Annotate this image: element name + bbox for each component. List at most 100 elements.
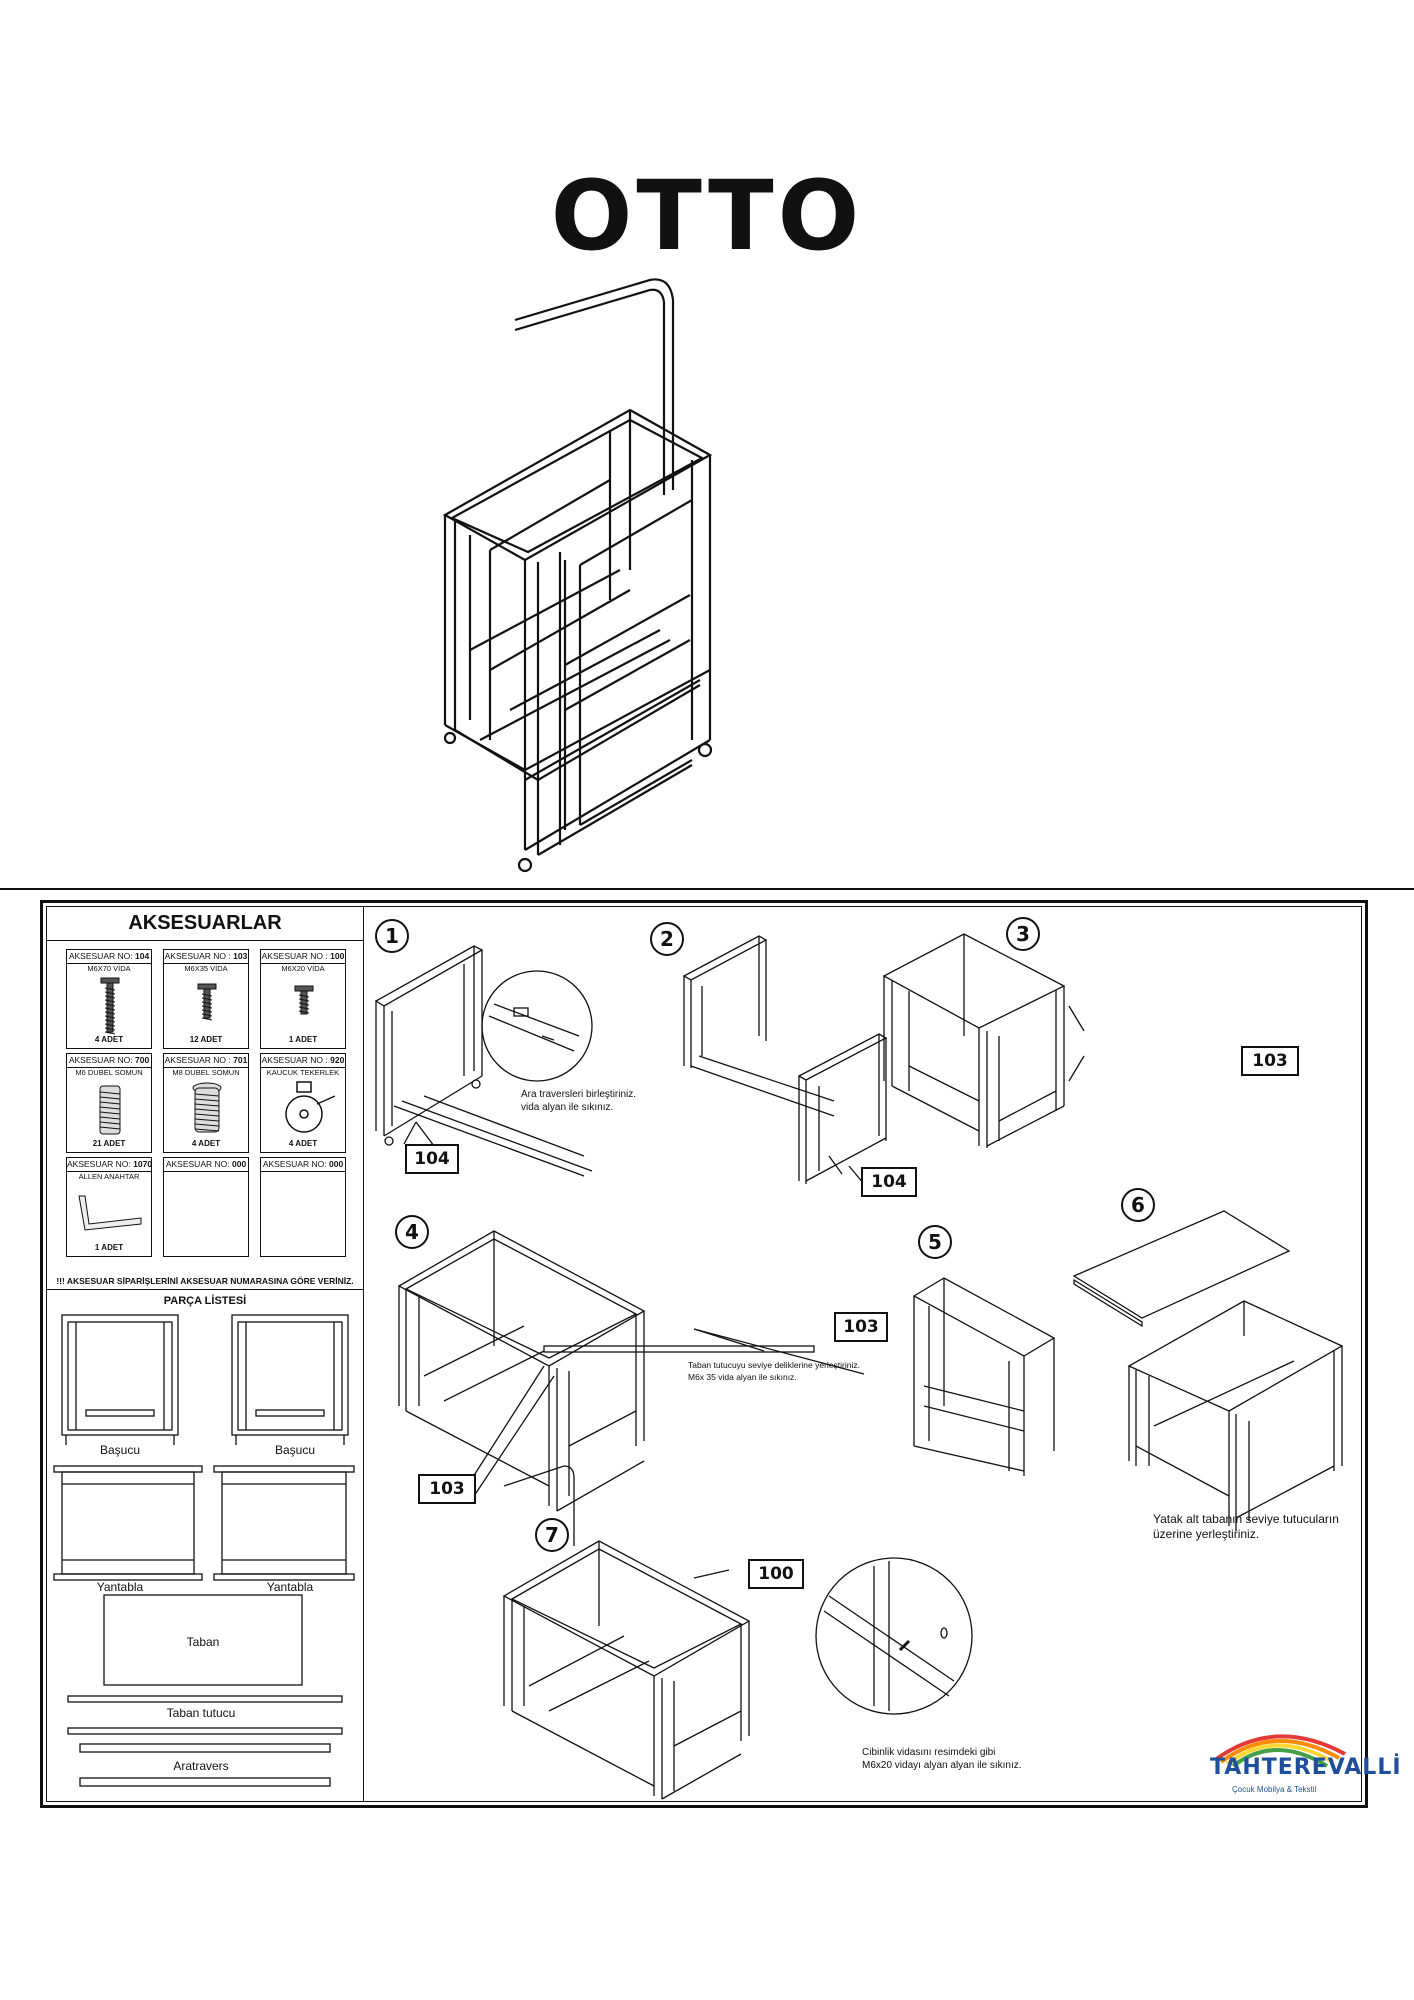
side-panel-left-drawing <box>53 1465 203 1581</box>
accessory-number-label: AKSESUAR NO: <box>67 1159 131 1169</box>
accessory-number-value: 1070 <box>133 1159 151 1169</box>
accessory-name: M8 DUBEL SOMUN <box>172 1068 240 1077</box>
accessory-number-value: 701 <box>233 1055 248 1065</box>
accessory-number-label: AKSESUAR NO : <box>261 951 328 961</box>
accessory-number-label: AKSESUAR NO: <box>262 1159 327 1169</box>
side-panel-right-drawing <box>213 1465 355 1581</box>
base-holder-drawing-1 <box>67 1695 343 1703</box>
accessory-quantity: 1 ADET <box>288 1035 318 1044</box>
step2-drawing <box>682 935 888 1185</box>
accessory-name: M6X20 VİDA <box>281 964 325 973</box>
accessory-number-value: 100 <box>330 951 345 961</box>
step5-drawing <box>543 1277 1056 1476</box>
accessories-heading-rule <box>46 940 364 941</box>
accessory-number: AKSESUAR NO : 701 <box>164 1054 248 1068</box>
accessory-quantity: 1 ADET <box>94 1243 124 1252</box>
step3-drawing <box>882 933 1085 1148</box>
step7-drawing <box>502 1465 751 1800</box>
section-divider <box>0 888 1414 890</box>
step7-detail-circle <box>815 1557 973 1715</box>
step4-drawing <box>397 1230 646 1512</box>
step4-part-badge: 103 <box>418 1474 476 1504</box>
step-3-number: 3 <box>1006 917 1040 951</box>
accessory-number-label: AKSESUAR NO: <box>165 1159 230 1169</box>
accessory-quantity: 4 ADET <box>288 1139 318 1148</box>
step6-note: Yatak alt tabanın seviye tutucuların üze… <box>1153 1512 1339 1541</box>
label-crossbar: Aratravers <box>173 1759 229 1773</box>
step5-part-badge: 103 <box>834 1312 888 1342</box>
label-base: Taban <box>186 1635 220 1649</box>
accessory-number-value: 000 <box>231 1159 247 1169</box>
parts-list-heading: PARÇA LİSTESİ <box>163 1295 247 1307</box>
accessory-number-label: AKSESUAR NO : <box>164 951 231 961</box>
accessory-number-label: AKSESUAR NO : <box>261 1055 328 1065</box>
label-side-left: Yantabla <box>96 1580 144 1594</box>
accessory-number-value: 104 <box>134 951 150 961</box>
accessory-name: M6 DUBEL SOMUN <box>75 1068 143 1077</box>
step2-part-badge: 104 <box>861 1167 917 1197</box>
crossbar-drawing-2 <box>79 1777 331 1787</box>
parts-list-drawings <box>53 1314 355 1787</box>
label-headboard-right: Başucu <box>274 1443 316 1457</box>
headboard-right-drawing <box>231 1314 349 1445</box>
brand-tagline: Çocuk Mobilya & Tekstil <box>1232 1785 1317 1794</box>
accessory-number: AKSESUAR NO: 700 <box>67 1054 151 1068</box>
step1-part-badge: 104 <box>405 1144 459 1174</box>
headboard-left-drawing <box>61 1314 179 1445</box>
crib-hero-illustration <box>442 278 713 873</box>
instruction-sheet-inner-frame <box>46 906 1362 1802</box>
step1-note: Ara traversleri birleştiriniz. vida alya… <box>521 1089 637 1113</box>
accessory-name: ALLEN ANAHTAR <box>78 1172 140 1181</box>
crossbar-drawing-1 <box>79 1743 331 1753</box>
step-2-number: 2 <box>650 922 684 956</box>
step7-part-badge: 100 <box>748 1559 804 1589</box>
accessory-quantity: 12 ADET <box>189 1035 223 1044</box>
accessory-name: M6X35 VİDA <box>184 964 228 973</box>
label-base-holder: Taban tutucu <box>166 1706 236 1720</box>
accessory-number-label: AKSESUAR NO: <box>68 1055 133 1065</box>
step1-drawing <box>374 945 593 1177</box>
accessory-number-value: 103 <box>233 951 248 961</box>
accessory-card-000: AKSESUAR NO: 000 <box>163 1157 249 1257</box>
brand-name: TAHTEREVALLİ <box>1210 1755 1402 1780</box>
accessories-column <box>46 906 364 1802</box>
accessory-card-000: AKSESUAR NO: 000 <box>260 1157 346 1257</box>
accessory-name: M6X70 VİDA <box>87 964 131 973</box>
step-6-number: 6 <box>1121 1188 1155 1222</box>
instruction-sheet-frame <box>40 900 1368 1808</box>
accessory-quantity: 4 ADET <box>94 1035 124 1044</box>
accessory-number: AKSESUAR NO : 100 <box>261 950 345 964</box>
accessory-number-value: 920 <box>330 1055 345 1065</box>
accessory-number: AKSESUAR NO: 104 <box>67 950 151 964</box>
brand-rainbow-logo <box>1213 1734 1346 1768</box>
step-4-number: 4 <box>395 1215 429 1249</box>
step-5-number: 5 <box>918 1225 952 1259</box>
accessories-heading: AKSESUARLAR <box>128 912 282 934</box>
base-holder-drawing-2 <box>67 1727 343 1735</box>
product-title: OTTO <box>550 160 864 272</box>
accessory-number-label: AKSESUAR NO: <box>68 951 133 961</box>
step1-detail-circle <box>481 970 593 1082</box>
label-headboard-left: Başucu <box>99 1443 141 1457</box>
step7-note: Cibinlik vidasını resimdeki gibi M6x20 v… <box>862 1747 1022 1771</box>
order-warning: !!! AKSESUAR SİPARİŞLERİNİ AKSESUAR NUMA… <box>56 1276 354 1286</box>
warning-rule <box>46 1289 364 1290</box>
accessory-number: AKSESUAR NO : 920 <box>261 1054 345 1068</box>
base-panel-drawing <box>103 1594 303 1686</box>
step-7-number: 7 <box>535 1518 569 1552</box>
label-side-right: Yantabla <box>266 1580 314 1594</box>
accessory-number-value: 700 <box>134 1055 150 1065</box>
step-1-number: 1 <box>375 919 409 953</box>
accessory-name: KAUCUK TEKERLEK <box>266 1068 340 1077</box>
step3-part-badge: 103 <box>1241 1046 1299 1076</box>
accessory-quantity: 21 ADET <box>92 1139 126 1148</box>
accessory-number: AKSESUAR NO : 103 <box>164 950 248 964</box>
accessory-number: AKSESUAR NO: 1070 <box>67 1158 151 1172</box>
